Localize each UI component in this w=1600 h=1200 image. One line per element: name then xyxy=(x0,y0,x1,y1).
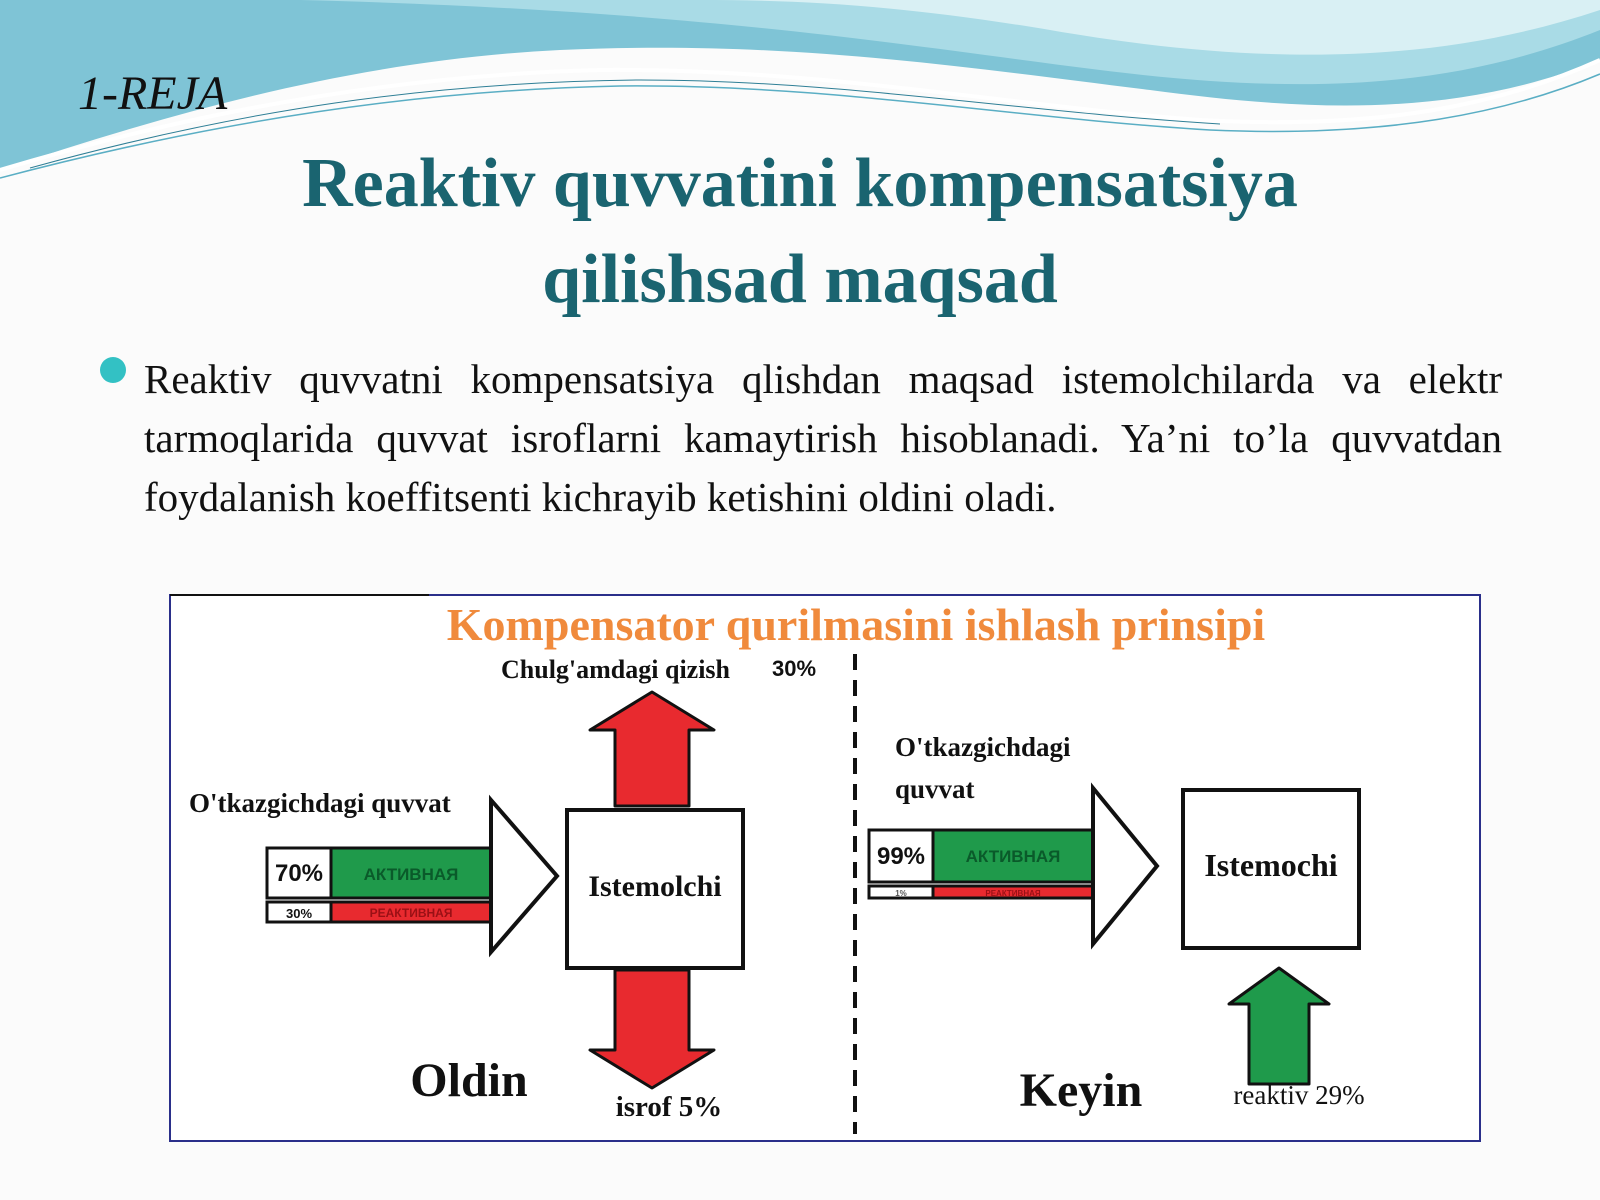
reactive-word-before: РЕАКТИВНАЯ xyxy=(370,906,453,920)
line-label-after-1: O'tkazgichdagi xyxy=(895,732,1071,762)
active-pct-before: 70% xyxy=(275,860,323,887)
section-label: 1-REJA xyxy=(78,67,228,120)
reactive-pct-before: 30% xyxy=(286,906,312,921)
consumer-box-after xyxy=(1181,788,1361,950)
header-wave-decoration xyxy=(0,0,1600,179)
caption-before: Oldin xyxy=(410,1054,527,1107)
active-pct-after: 99% xyxy=(877,843,925,870)
heat-arrow-up xyxy=(588,690,716,808)
slide-title-line-2: qilishsad maqsad xyxy=(542,241,1058,318)
reactive-label-after: reaktiv 29% xyxy=(1233,1080,1364,1110)
flow-arrow-after xyxy=(1091,782,1160,950)
flow-arrow-before xyxy=(489,794,560,958)
body-paragraph: Reaktiv quvvatni kompensatsiya qlishdan … xyxy=(144,356,1502,520)
active-pct-box-before xyxy=(265,846,333,900)
line-label-after-2: quvvat xyxy=(895,774,975,804)
slide-title-line-1: Reaktiv quvvatini kompensatsiya xyxy=(302,145,1298,222)
loss-label: isrof 5% xyxy=(616,1091,723,1123)
heat-label: Chulg'amdagi qizish xyxy=(501,655,731,684)
line-label-before: O'tkazgichdagi quvvat xyxy=(189,788,451,818)
bullet-icon xyxy=(100,357,126,383)
loss-arrow-down xyxy=(588,968,716,1090)
reactive-supply-arrow-up xyxy=(1227,966,1331,1086)
reactive-word-after: РЕАКТИВНАЯ xyxy=(985,889,1041,898)
active-word-after: АКТИВНАЯ xyxy=(966,847,1061,866)
active-pct-box-after xyxy=(867,828,935,884)
heat-value: 30% xyxy=(772,656,816,681)
reactive-pct-after: 1% xyxy=(895,889,907,898)
compensator-diagram: Kompensator qurilmasini ishlash prinsipi… xyxy=(169,594,1481,1142)
active-bar-before xyxy=(329,846,493,900)
caption-after: Keyin xyxy=(1020,1064,1143,1117)
consumer-label-after: Istemochi xyxy=(1204,847,1337,883)
consumer-box-before xyxy=(565,808,745,970)
diagram-title: Kompensator qurilmasini ishlash prinsipi xyxy=(447,599,1266,650)
consumer-label-before: Istemolchi xyxy=(588,870,721,903)
active-word-before: АКТИВНАЯ xyxy=(364,865,459,884)
active-bar-after xyxy=(931,828,1095,884)
